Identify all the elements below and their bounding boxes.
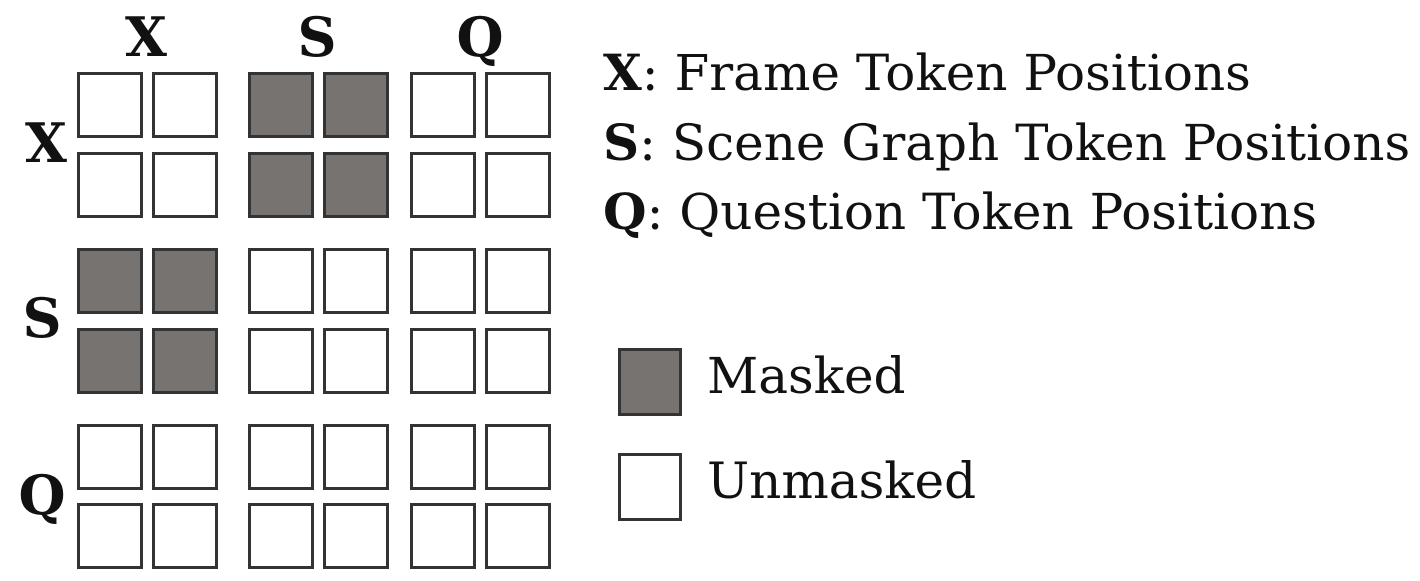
mask-cell-q1-s2-unmasked <box>323 424 389 490</box>
mask-cell-q2-q2-unmasked <box>485 503 551 569</box>
mask-cell-x2-q1-unmasked <box>410 152 476 218</box>
legend-frame-token: X: Frame Token Positions <box>603 48 1251 99</box>
mask-cell-x1-s2-masked <box>323 72 389 138</box>
mask-cell-q2-x1-unmasked <box>77 503 143 569</box>
mask-cell-x2-s2-masked <box>323 152 389 218</box>
mask-cell-q2-x2-unmasked <box>152 503 218 569</box>
column-label-x: X <box>125 5 167 69</box>
mask-cell-s1-q2-unmasked <box>485 248 551 314</box>
mask-cell-q1-x2-unmasked <box>152 424 218 490</box>
mask-cell-x2-s1-masked <box>248 152 314 218</box>
mask-cell-s1-q1-unmasked <box>410 248 476 314</box>
mask-cell-s2-q1-unmasked <box>410 328 476 394</box>
column-label-s: S <box>297 5 337 69</box>
mask-cell-s1-s1-unmasked <box>248 248 314 314</box>
mask-cell-s2-s1-unmasked <box>248 328 314 394</box>
mask-cell-x2-x2-unmasked <box>152 152 218 218</box>
mask-cell-x1-x1-unmasked <box>77 72 143 138</box>
legend-key: S <box>603 113 640 172</box>
legend-text: : Frame Token Positions <box>641 44 1251 102</box>
mask-cell-q1-x1-unmasked <box>77 424 143 490</box>
mask-cell-s1-x1-masked <box>77 248 143 314</box>
mask-cell-q1-q1-unmasked <box>410 424 476 490</box>
masked-label: Masked <box>707 347 906 405</box>
mask-cell-q1-s1-unmasked <box>248 424 314 490</box>
mask-cell-x2-q2-unmasked <box>485 152 551 218</box>
mask-cell-x1-q1-unmasked <box>410 72 476 138</box>
mask-cell-s2-s2-unmasked <box>323 328 389 394</box>
mask-cell-s1-s2-unmasked <box>323 248 389 314</box>
mask-cell-q2-q1-unmasked <box>410 503 476 569</box>
row-label-s: S <box>22 286 62 350</box>
legend-scene-graph-token: S: Scene Graph Token Positions <box>603 118 1410 169</box>
mask-cell-x1-x2-unmasked <box>152 72 218 138</box>
mask-cell-x1-s1-masked <box>248 72 314 138</box>
legend-question-token: Q: Question Token Positions <box>603 187 1317 238</box>
unmasked-label: Unmasked <box>707 452 977 510</box>
mask-cell-q2-s2-unmasked <box>323 503 389 569</box>
mask-cell-x2-x1-unmasked <box>77 152 143 218</box>
legend-text: : Question Token Positions <box>646 183 1317 241</box>
mask-cell-q2-s1-unmasked <box>248 503 314 569</box>
legend-key: Q <box>603 182 647 241</box>
mask-cell-s1-x2-masked <box>152 248 218 314</box>
legend-key: X <box>603 43 642 102</box>
unmasked-swatch <box>618 453 682 521</box>
row-label-x: X <box>25 111 67 175</box>
mask-cell-s2-x1-masked <box>77 328 143 394</box>
mask-cell-q1-q2-unmasked <box>485 424 551 490</box>
legend-text: : Scene Graph Token Positions <box>639 114 1411 172</box>
column-label-q: Q <box>456 5 504 69</box>
masked-swatch <box>618 348 682 416</box>
mask-cell-s2-q2-unmasked <box>485 328 551 394</box>
mask-cell-x1-q2-unmasked <box>485 72 551 138</box>
row-label-q: Q <box>18 463 66 527</box>
mask-cell-s2-x2-masked <box>152 328 218 394</box>
